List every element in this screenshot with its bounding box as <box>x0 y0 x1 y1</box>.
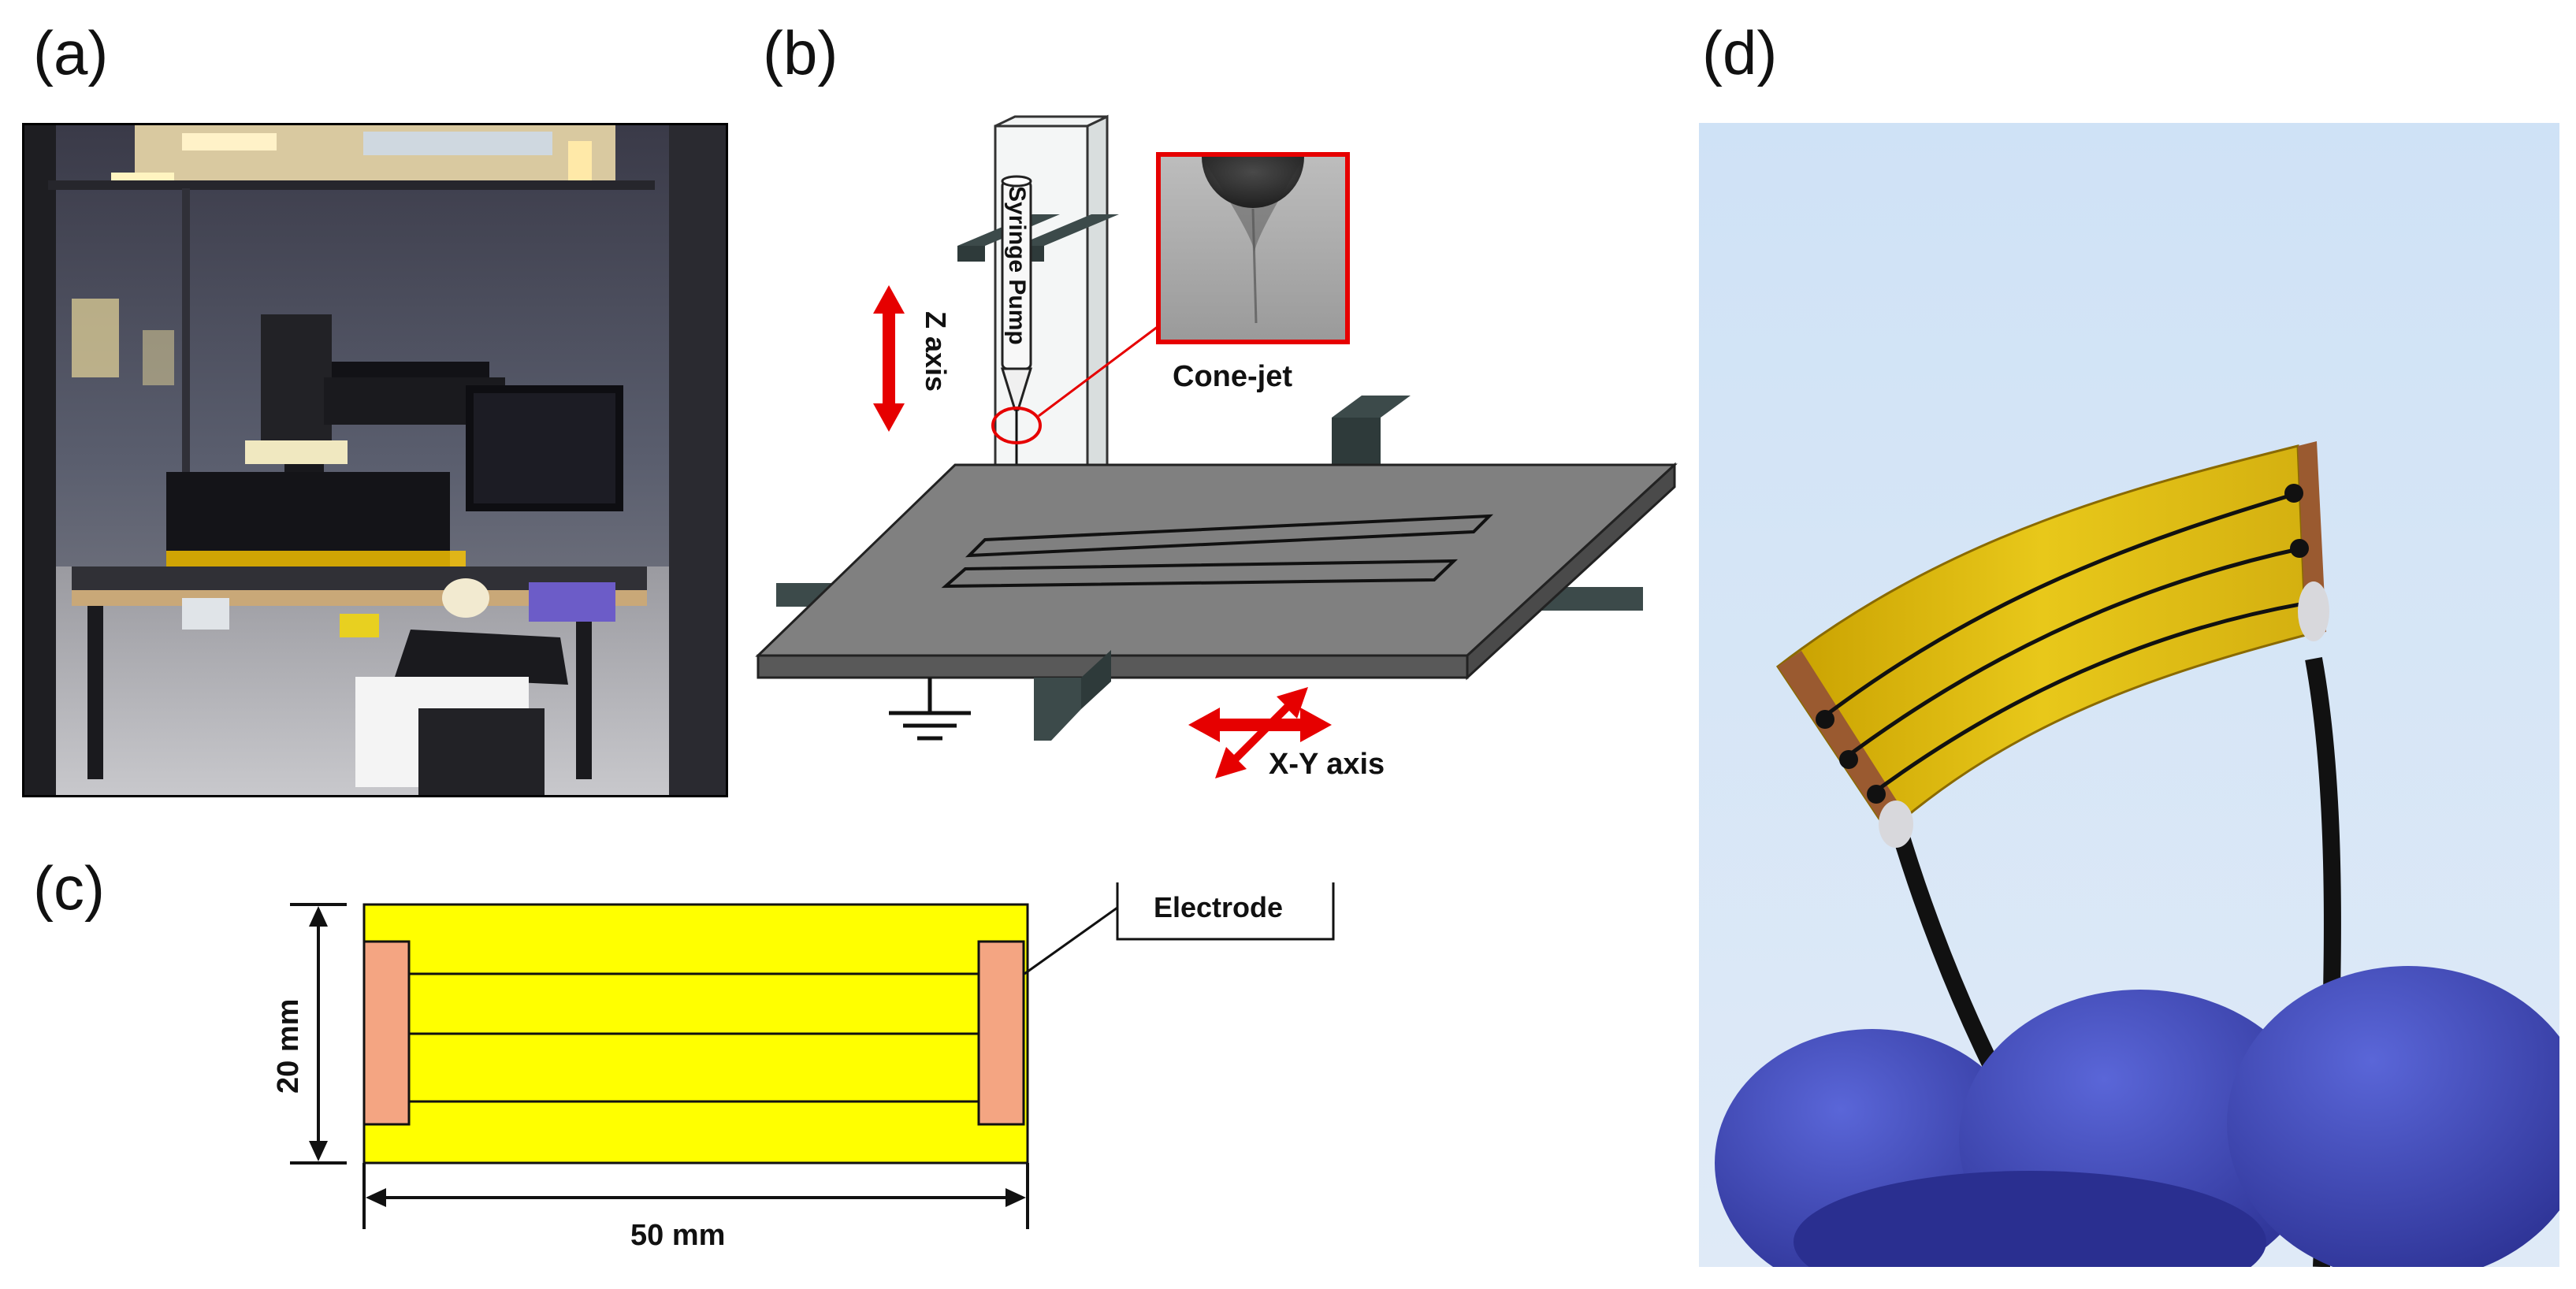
equipment-photo <box>22 123 728 797</box>
electrode-callout-line <box>1024 906 1118 975</box>
stage-front <box>756 654 1469 679</box>
cone-jet-droplet <box>1202 157 1304 208</box>
panel-label-c: (c) <box>33 853 105 923</box>
width-dimension <box>362 1163 1029 1229</box>
flexible-sensor-drawing <box>1699 123 2559 1267</box>
electrode-left <box>362 940 411 1126</box>
printed-line-2 <box>941 559 1459 589</box>
height-dimension <box>290 903 347 1165</box>
z-axis-arrow <box>873 285 905 432</box>
equipment-photo-drawing <box>24 125 726 795</box>
height-label: 20 mm <box>272 999 305 1094</box>
panel-label-a: (a) <box>33 18 109 87</box>
ground-symbol <box>889 678 971 741</box>
glove-finger-3 <box>2227 966 2559 1267</box>
panel-label-d: (d) <box>1702 18 1778 87</box>
inset-pointer-line <box>1038 320 1165 418</box>
rear-rail <box>1332 396 1411 418</box>
device-dimension-schematic: 20 mm 50 mm Electrode <box>272 882 1335 1252</box>
ehd-printing-schematic: Syringe Pump Cone-jet Z axis <box>755 114 1678 781</box>
front-rail <box>1034 678 1081 741</box>
flexible-sensor-photo <box>1699 123 2559 1267</box>
panel-label-b: (b) <box>763 18 838 87</box>
xy-axis-label: X-Y axis <box>1269 748 1385 781</box>
stage-side <box>1466 462 1676 681</box>
xy-axis-arrow <box>1188 687 1332 778</box>
electrode-callout-label: Electrode <box>1154 891 1283 923</box>
nozzle-highlight-circle <box>991 407 1042 444</box>
width-label: 50 mm <box>630 1219 725 1252</box>
rear-rail-side <box>1332 418 1381 465</box>
cone-jet-label: Cone-jet <box>1173 360 1292 393</box>
printed-line-1 <box>965 514 1494 558</box>
syringe-pump-label: Syringe Pump <box>1004 186 1030 345</box>
stage-top <box>755 463 1678 657</box>
column-side <box>1086 114 1109 507</box>
z-axis-label: Z axis <box>920 311 952 392</box>
electrode-right <box>977 940 1025 1126</box>
clamp-bar-2 <box>1017 214 1119 246</box>
electrode-callout-box <box>1116 882 1335 941</box>
